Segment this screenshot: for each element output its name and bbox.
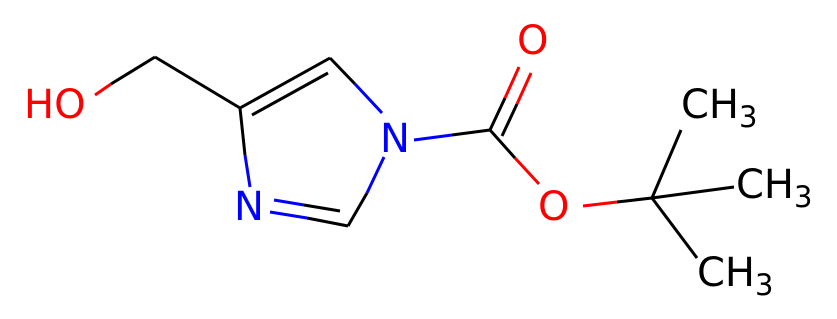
bond-c4-c5 xyxy=(239,56,331,110)
bond-n3-c4 xyxy=(238,107,247,156)
bond-n3-c4-blue xyxy=(243,154,252,188)
bond-c2-n3-inner xyxy=(303,203,341,213)
bond-ct-ch3-top xyxy=(650,129,683,199)
bond-c-o-double xyxy=(488,97,507,131)
bond-o-ch2-red xyxy=(94,82,112,97)
bond-c-oester xyxy=(488,129,517,159)
bond-n1-c2-blue xyxy=(365,156,386,194)
label-o-ester: O xyxy=(538,184,569,230)
bond-n1-cco xyxy=(451,128,491,137)
label-ch3-mid: CH3 xyxy=(736,162,812,214)
bond-o-ch2 xyxy=(110,55,156,86)
bond-oester-ct xyxy=(616,196,653,204)
bond-ch2-c4 xyxy=(154,55,241,110)
label-ch3-top: CH3 xyxy=(681,82,757,134)
label-n-boc: N xyxy=(380,116,410,162)
bond-n1-cco-blue xyxy=(413,133,453,142)
bond-c-o-double-inner xyxy=(500,103,519,137)
bond-c-o-double-inner-red xyxy=(515,72,533,105)
bond-c5-n1-blue xyxy=(353,82,384,115)
bond-c2-n3-blue xyxy=(269,210,308,220)
bond-c-o-double-red xyxy=(503,66,521,99)
label-n-ring: N xyxy=(234,184,264,230)
label-ho: HO xyxy=(24,82,86,128)
bond-n1-c2 xyxy=(346,192,369,227)
label-ch3-bot: CH3 xyxy=(697,250,773,302)
bond-c2-n3-inner-blue xyxy=(273,198,305,207)
bond-ct-ch3-bot xyxy=(650,197,699,259)
bond-c4-c5-inner xyxy=(251,71,329,117)
bond-c5-n1 xyxy=(328,56,357,86)
bond-ct-ch3-mid xyxy=(651,185,735,200)
bond-oester-ct-red xyxy=(582,200,618,208)
label-o-carbonyl: O xyxy=(517,18,548,64)
bond-c2-n3 xyxy=(306,216,349,228)
bond-c-oester-red xyxy=(513,156,541,186)
